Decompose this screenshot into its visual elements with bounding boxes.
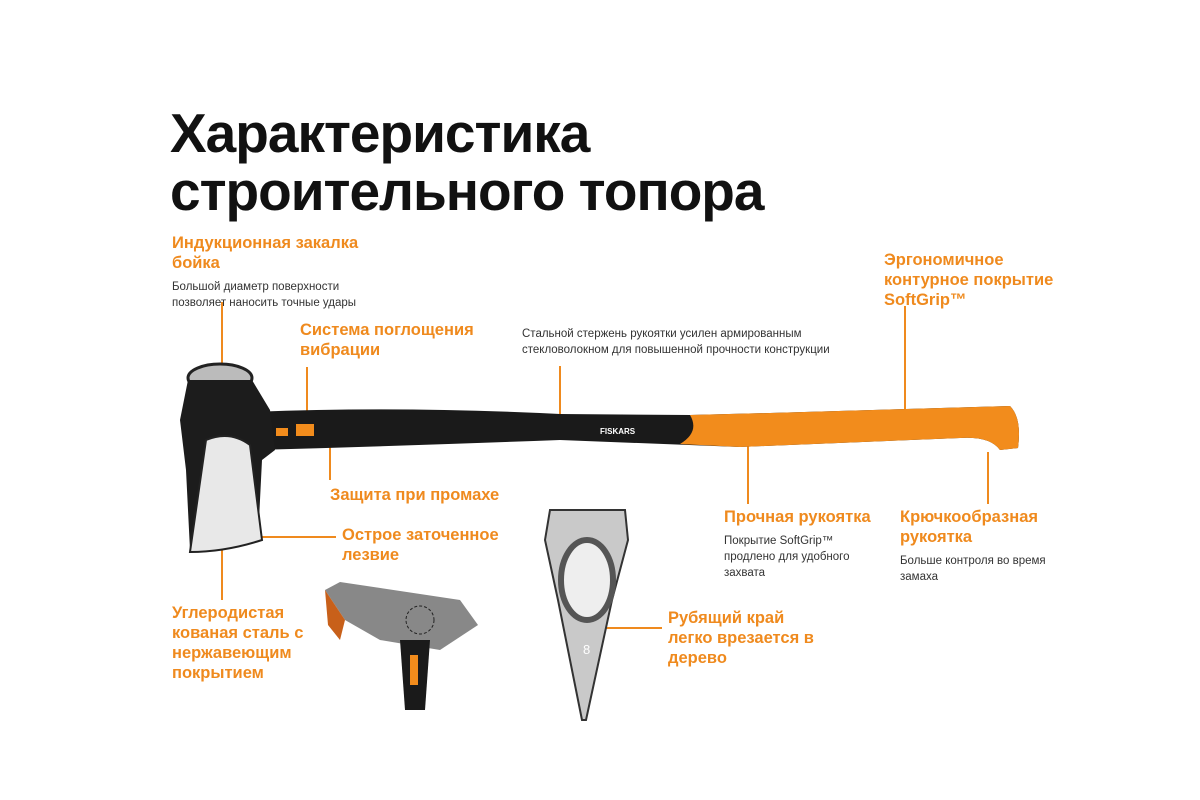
splitting-wedge: 8 [543,509,630,721]
callout-title: Индукционная закалка [172,234,359,252]
callout-steel: Углеродистая кованая сталь с нержавеющим по… [172,603,303,683]
callout-blade: Острое заточенное лезвие [342,525,499,565]
callout-miss: Защита при промахе [330,485,499,505]
callout-title: кованая сталь с [172,624,304,642]
title-line-2: строительного топора [170,160,764,222]
callout-desc: Больше контроля во время [900,555,1046,567]
page-title: Характеристика строительного топора [170,104,764,220]
callout-desc: позволяет наносить точные удары [172,297,357,309]
callout-desc: стекловолокном для повышенной прочности … [522,344,830,356]
title-line-1: Характеристика [170,102,590,164]
callout-desc: продлено для удобного [724,551,850,563]
brand-logo: FISKARS [600,427,636,436]
callout-title: контурное покрытие [884,271,1054,289]
callout-desc: захвата [724,567,766,579]
callout-title: SoftGrip™ [884,291,967,309]
callout-title: нержавеющим [172,644,292,662]
callout-title: вибрации [300,341,381,359]
callout-title: Углеродистая [172,604,285,622]
callout-desc: Большой диаметр поверхности [172,281,340,293]
callout-title: бойка [172,254,220,272]
callout-hook: Крючкообразная рукоятка Больше контроля в… [900,507,1046,585]
callout-title: лезвие [342,546,400,564]
callout-title: Защита при промахе [330,486,500,504]
cutaway-image [325,582,478,710]
callout-title: Крючкообразная [900,508,1039,526]
callout-vibration: Система поглощения вибрации [300,320,474,360]
callout-rod: Стальной стержень рукоятки усилен армиро… [522,320,830,358]
callout-title: Рубящий край [668,609,785,627]
callout-desc: Стальной стержень рукоятки усилен армиро… [522,328,802,340]
callout-handle: Прочная рукоятка Покрытие SoftGrip™ продл… [724,507,871,581]
callout-title: легко врезается в [668,629,814,647]
callout-title: дерево [668,649,727,667]
callout-desc: замаха [900,571,938,583]
handle: FISKARS [250,406,1019,450]
wedge-number: 8 [583,642,590,657]
axe-head [180,362,314,554]
callout-desc: Покрытие SoftGrip™ [724,535,834,547]
callout-title: рукоятка [900,528,973,546]
callout-title: покрытием [172,664,264,682]
callout-title: Система поглощения [300,321,474,339]
callout-edge: Рубящий край легко врезается в дерево [668,608,814,668]
callout-title: Острое заточенное [342,526,499,544]
callout-title: Эргономичное [884,251,1004,269]
callout-induction: Индукционная закалка бойка Большой диамет… [172,233,358,311]
callout-title: Прочная рукоятка [724,508,871,526]
